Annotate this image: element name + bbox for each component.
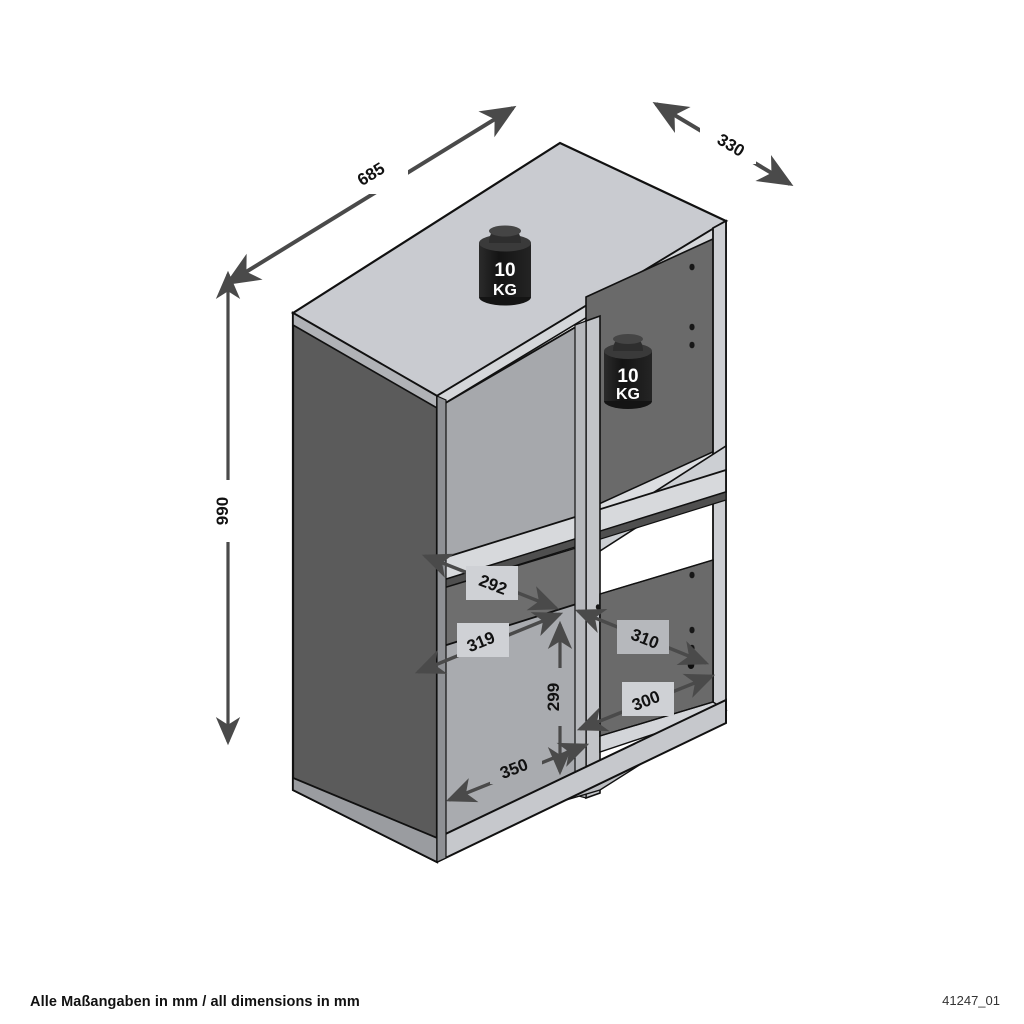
dimension-350: 350 [445,742,590,803]
dimension-width-685: 685 [224,105,517,286]
mounting-holes-right-upper [689,263,695,349]
dimension-310: 310 [574,609,710,665]
mounting-holes-center-divider [595,604,601,610]
load-value-middle: 10 [617,366,638,387]
left-panel-inner-edge [436,395,447,863]
footer-dimensions-note: Alle Maßangaben in mm / all dimensions i… [30,994,360,1010]
dimension-height-990: 990 [206,270,241,746]
dimension-300: 300 [576,673,716,732]
load-unit-middle: KG [616,386,640,403]
load-unit-top: KG [493,282,517,299]
dimension-depth-330: 330 [652,101,794,187]
dimension-label-height: 990 [213,497,232,525]
footer-part-code: 41247_01 [942,993,1000,1008]
dimension-292: 292 [421,553,560,611]
dimension-319: 319 [414,612,564,674]
load-label-top-panel: 10 KG [479,225,531,306]
load-value-top: 10 [494,260,515,281]
dimension-label-299: 299 [544,683,563,711]
load-label-middle-shelf: 10 KG [604,334,652,409]
